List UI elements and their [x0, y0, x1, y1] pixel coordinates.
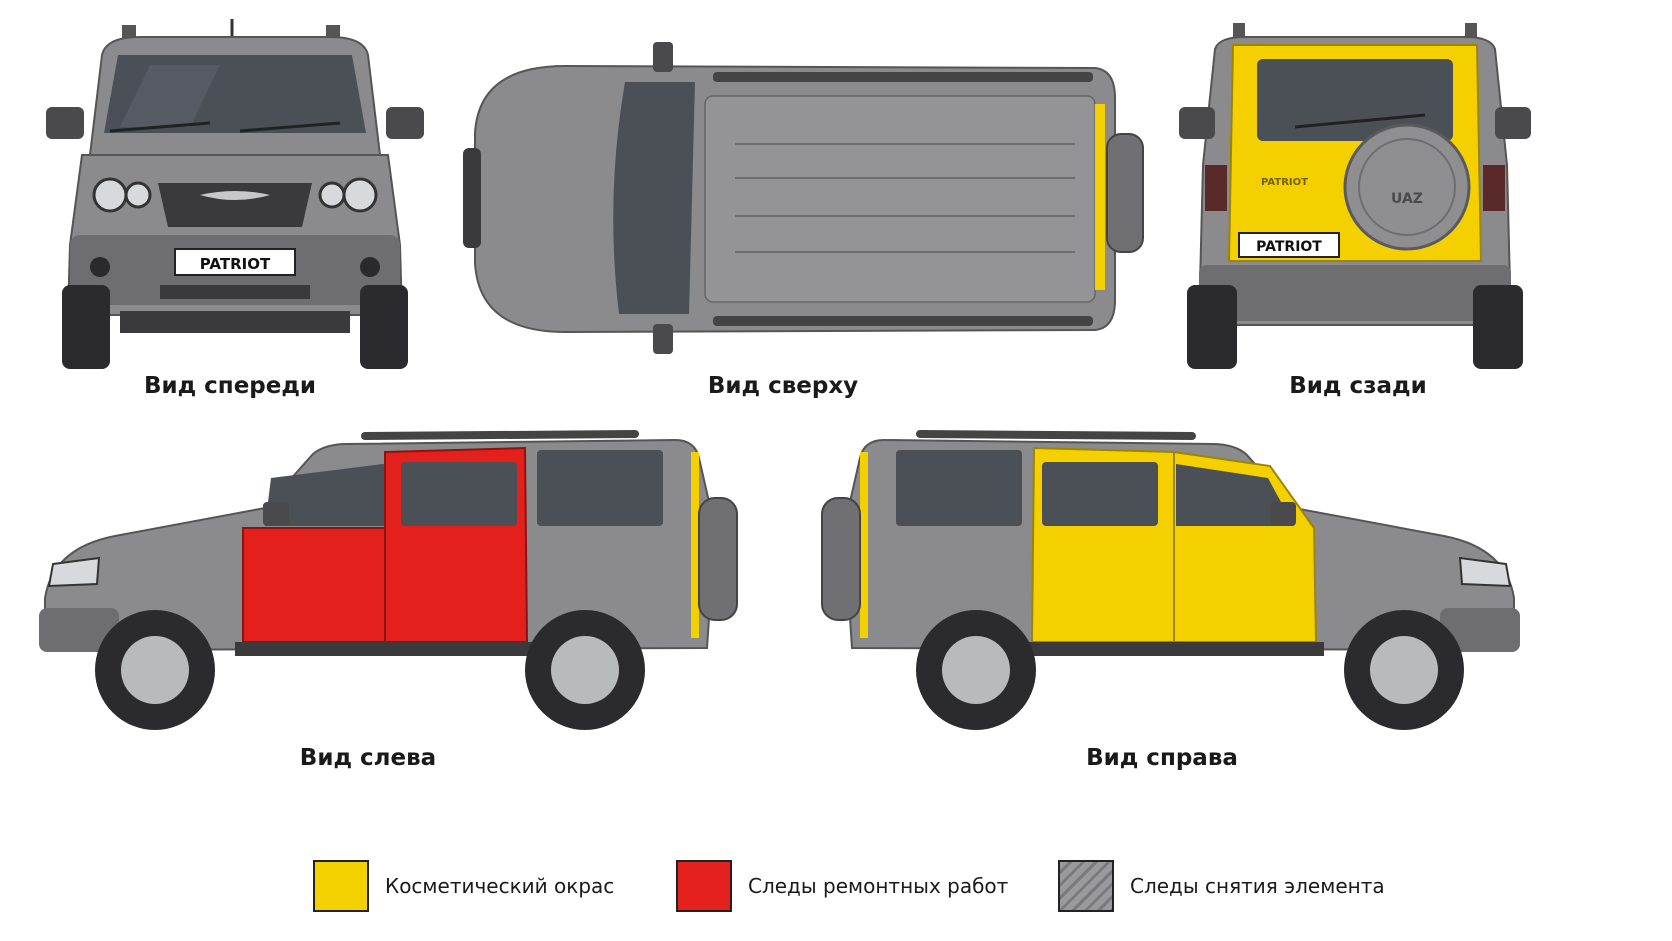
- legend-label-repair: Следы ремонтных работ: [748, 874, 1009, 898]
- right-view-drawing: [821, 430, 1520, 730]
- rear-badge-text: PATRIOT: [1261, 177, 1308, 188]
- left-view-caption: Вид слева: [299, 745, 437, 771]
- legend-item-removal: Следы снятия элемента: [1058, 858, 1385, 914]
- top-view-drawing: [463, 42, 1144, 354]
- front-view: PATRIOT: [40, 15, 430, 375]
- rear-view-drawing: UAZ PATRIOT PATRIOT: [1179, 23, 1531, 369]
- rear-view-caption: Вид сзади: [1289, 373, 1427, 399]
- left-view-drawing: [39, 430, 738, 730]
- legend-label-cosmetic: Косметический окрас: [385, 874, 615, 898]
- top-view: [455, 38, 1155, 358]
- left-view: [35, 418, 740, 738]
- legend-item-repair: Следы ремонтных работ: [676, 858, 1008, 914]
- top-view-caption: Вид сверху: [707, 373, 859, 399]
- spare-logo-text: UAZ: [1391, 191, 1423, 207]
- legend: Косметический окрас Следы ремонтных рабо…: [0, 858, 1672, 918]
- rear-plate-text: PATRIOT: [1256, 239, 1322, 255]
- legend-label-removal: Следы снятия элемента: [1130, 874, 1385, 898]
- front-plate-text: PATRIOT: [200, 255, 271, 273]
- front-view-drawing: PATRIOT: [46, 19, 424, 369]
- red-swatch-icon: [676, 860, 732, 912]
- rear-view: UAZ PATRIOT PATRIOT: [1175, 15, 1535, 375]
- legend-item-cosmetic: Косметический окрас: [313, 858, 614, 914]
- hatched-swatch-icon: [1058, 860, 1114, 912]
- right-view: [820, 418, 1525, 738]
- front-view-caption: Вид спереди: [143, 373, 317, 399]
- yellow-swatch-icon: [313, 860, 369, 912]
- right-view-caption: Вид справа: [1086, 745, 1238, 771]
